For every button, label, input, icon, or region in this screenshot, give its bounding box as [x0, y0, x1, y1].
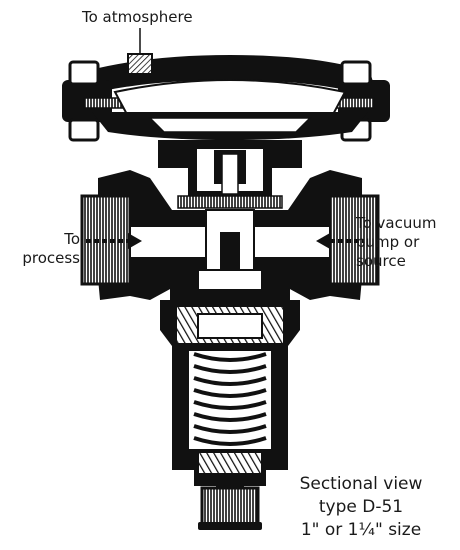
label-to-process: To process — [18, 230, 80, 268]
bonnet — [158, 140, 302, 209]
caption-line-1: Sectional view — [299, 474, 423, 494]
label-process-line-2: process — [22, 249, 80, 267]
adjusting-knob — [197, 451, 263, 530]
label-process-line-1: To — [64, 230, 80, 248]
label-vacuum-line-2: pump or — [356, 233, 420, 251]
caption-line-2: type D-51 — [318, 497, 404, 517]
label-to-vacuum: To vacuum pump or source — [356, 214, 437, 271]
label-vacuum-line-3: source — [356, 252, 406, 270]
caption-line-3: 1" or 1¼" size — [300, 520, 422, 540]
spring-icon — [193, 352, 267, 446]
label-to-atmosphere: To atmosphere — [82, 8, 193, 26]
flow-arrows — [86, 233, 364, 249]
label-vacuum-line-1: To vacuum — [356, 214, 437, 232]
diaphragm-housing — [62, 53, 390, 142]
vacuum-arrow — [316, 233, 364, 249]
diagram-caption: Sectional view type D-51 1" or 1¼" size — [286, 473, 436, 542]
process-arrow — [86, 233, 142, 249]
